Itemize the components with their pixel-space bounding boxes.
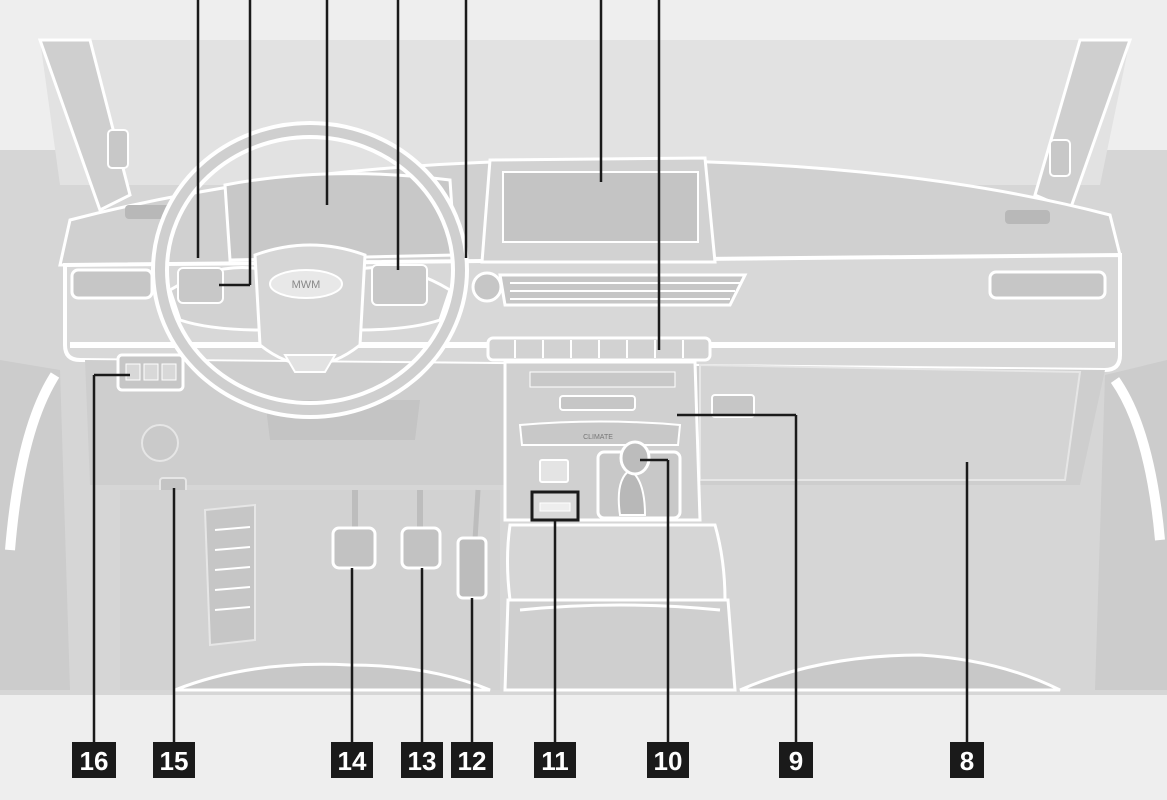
- bottom-leader-lines: [92, 373, 969, 742]
- climate-display: [559, 395, 636, 411]
- grab-handle-left: [107, 129, 129, 169]
- seat-driver: [174, 662, 491, 692]
- phone-tray: [539, 459, 569, 483]
- callout-15: 15: [153, 742, 195, 778]
- door-right: [1095, 360, 1167, 690]
- brake-pedal: [400, 526, 442, 570]
- armrest: [506, 523, 727, 602]
- footwell: [120, 490, 500, 690]
- steering-wheel: MWM: [151, 121, 469, 419]
- callout-13: 13: [401, 742, 443, 778]
- top-leader-lines: [196, 0, 661, 350]
- callout-label: 12: [458, 746, 487, 776]
- callout-label: 10: [654, 746, 683, 776]
- callout-label: 13: [408, 746, 437, 776]
- accelerator-pedal: [456, 536, 488, 600]
- door-handle-right: [1110, 377, 1165, 541]
- climate-label: CLIMATE: [583, 434, 613, 441]
- defrost-vent-left: [125, 205, 170, 219]
- vent-left: [70, 268, 154, 300]
- climate-control-panel: [518, 420, 682, 446]
- vent-right: [988, 270, 1107, 300]
- glovebox: [699, 363, 1082, 481]
- callout-16: 16: [72, 742, 116, 778]
- callout-label: 11: [541, 746, 569, 776]
- steering-buttons-left: [177, 267, 224, 304]
- seat-passenger: [739, 653, 1061, 692]
- steering-badge-text: MWM: [292, 279, 321, 291]
- door-handle-left: [5, 372, 60, 551]
- callout-label: 15: [160, 746, 189, 776]
- callout-14: 14: [331, 742, 373, 778]
- callout-12: 12: [451, 742, 493, 778]
- center-console: [503, 598, 737, 692]
- steering-badge: [269, 269, 343, 299]
- steering-buttons-right: [371, 264, 428, 306]
- a-pillar-left: [37, 38, 132, 213]
- glovebox-handle: [711, 394, 755, 418]
- callout-label: 8: [960, 746, 974, 776]
- clutch-pedal: [331, 526, 377, 570]
- gear-knob: [619, 440, 651, 476]
- callout-8: 8: [950, 742, 984, 778]
- center-display-screen: [502, 171, 699, 243]
- callout-11: 11: [534, 742, 576, 778]
- windshield: [40, 40, 1130, 185]
- start-button: [471, 271, 503, 303]
- callout-label: 9: [789, 746, 803, 776]
- callout-label: 16: [80, 746, 109, 776]
- callout-label: 14: [338, 746, 367, 776]
- defrost-vent-right: [1005, 210, 1050, 224]
- callout-9: 9: [779, 742, 813, 778]
- grab-handle-right: [1049, 139, 1071, 177]
- climate-buttons-row: [529, 371, 676, 388]
- door-left: [0, 360, 70, 690]
- fuse-cover: [141, 424, 179, 462]
- footrest: [203, 503, 256, 647]
- callout-10: 10: [647, 742, 689, 778]
